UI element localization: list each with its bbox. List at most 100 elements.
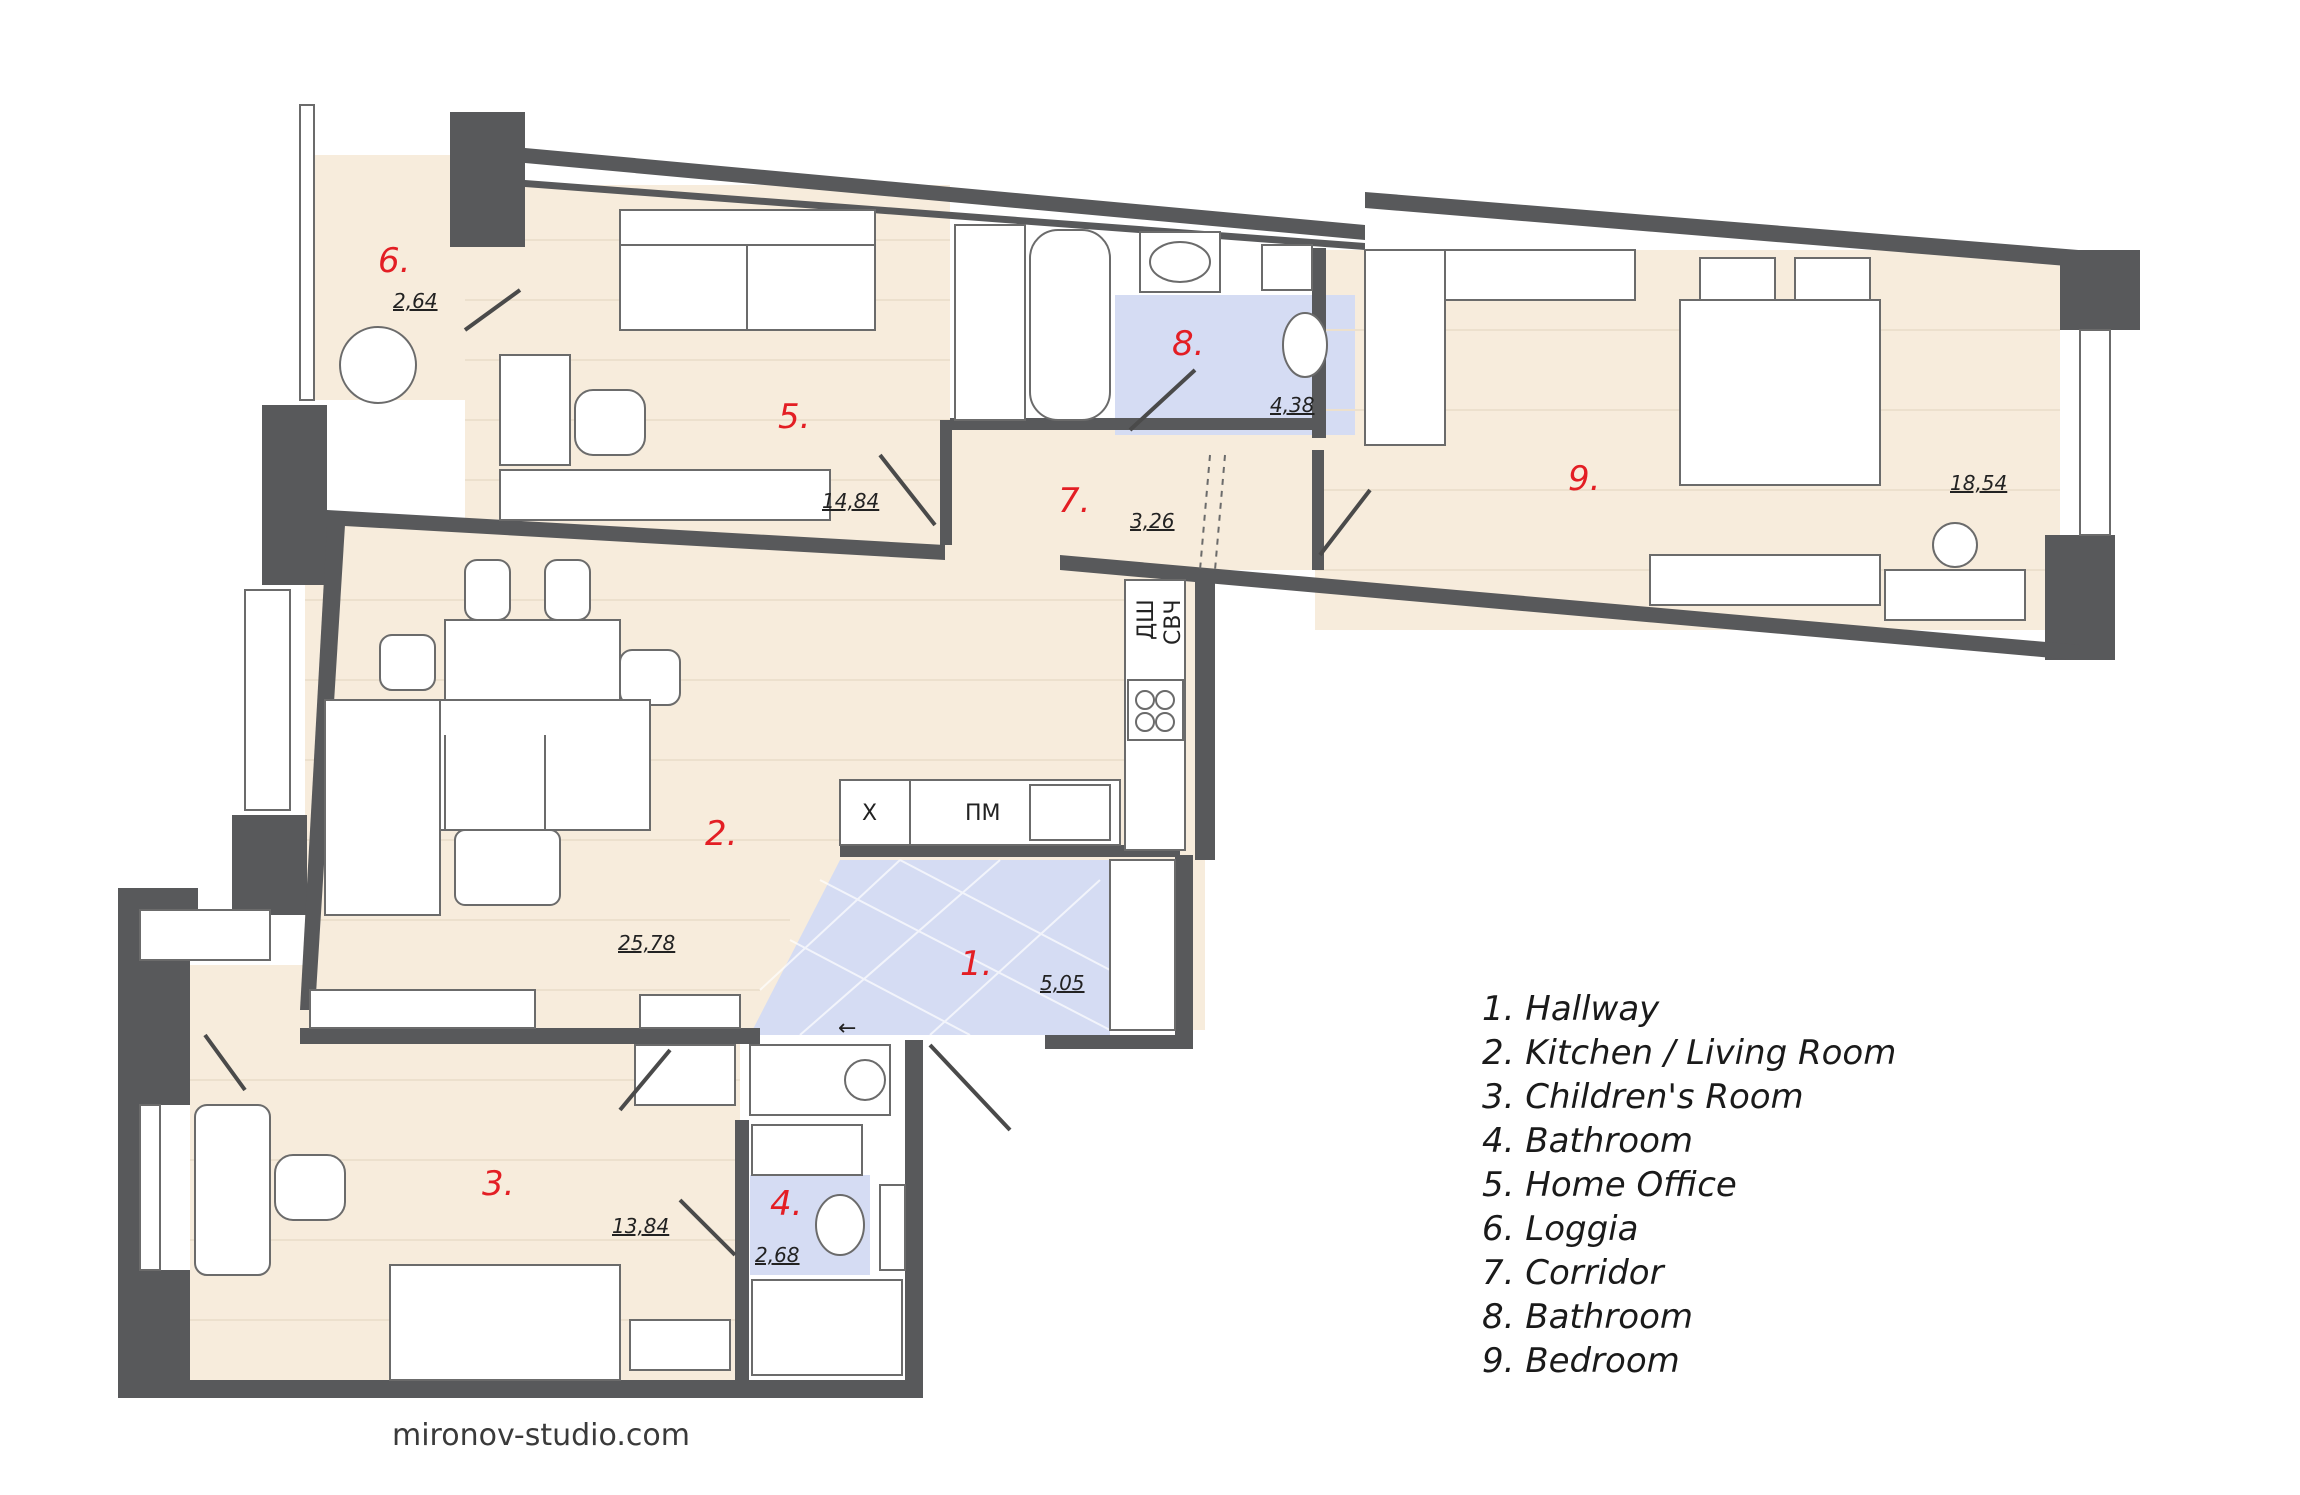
- wall-children-left-block2: [118, 1270, 190, 1390]
- room-area: 4,38: [1270, 393, 1315, 417]
- room-number: 7.: [1058, 481, 1090, 521]
- wall-children-left-block: [118, 955, 190, 1105]
- legend: 1. Hallway 2. Kitchen / Living Room 3. C…: [1482, 989, 1896, 1381]
- room-number: 4.: [770, 1184, 802, 1224]
- room-number: 3.: [482, 1164, 514, 1204]
- window-kitchen: [244, 589, 291, 811]
- appliance-labels: Х ПМ ДШ СВЧ ←: [838, 599, 1186, 1041]
- legend-item: 3. Children's Room: [1482, 1077, 1804, 1117]
- children-wardrobe: [139, 909, 271, 961]
- legend-item: 6. Loggia: [1482, 1209, 1638, 1249]
- hallway-cabinet: [1109, 859, 1176, 1031]
- wall-office-right: [940, 420, 952, 545]
- room-number: 8.: [1172, 324, 1204, 364]
- bath4-sink: [751, 1124, 863, 1176]
- walls: [118, 112, 2140, 1398]
- windows: [139, 104, 2111, 1271]
- window-children: [139, 1104, 161, 1271]
- bath8-toilet: [1282, 312, 1328, 378]
- legend-item: 2. Kitchen / Living Room: [1482, 1033, 1896, 1073]
- wall-top-bedroom: [1365, 192, 2140, 272]
- bath4-toilet: [815, 1194, 865, 1256]
- room-number: 9.: [1568, 459, 1600, 499]
- children-bed: [389, 1264, 621, 1381]
- kitchen-sink: [1029, 784, 1111, 841]
- bath8-tub: [1029, 229, 1111, 421]
- wall-kitchen-right: [1195, 580, 1215, 860]
- wall-bedroom-left: [1312, 450, 1324, 570]
- room-number: 6.: [378, 241, 410, 281]
- wall-block-left-low: [232, 815, 307, 915]
- room-area: 5,05: [1040, 971, 1085, 995]
- label-fridge: Х: [862, 801, 877, 826]
- bedroom-dresser: [1649, 554, 1881, 606]
- wall-bedroom-right: [2060, 250, 2140, 330]
- label-dishwasher: ПМ: [965, 801, 1001, 826]
- door-bath8: [1128, 368, 1197, 432]
- room-number: 2.: [705, 814, 737, 854]
- room-number: 5.: [778, 397, 810, 437]
- door-children: [618, 1048, 672, 1112]
- label-entry-arrow: ←: [838, 1016, 856, 1041]
- room-area: 18,54: [1950, 471, 2007, 495]
- label-dishwasher-vertical: ДШ: [1134, 599, 1159, 640]
- legend-item: 7. Corridor: [1482, 1253, 1666, 1293]
- room-area: 13,84: [612, 1214, 669, 1238]
- wall-kitchen-left: [300, 525, 345, 1010]
- legend-item: 9. Bedroom: [1482, 1341, 1680, 1381]
- bedroom-shelf: [1884, 569, 2026, 621]
- studio-credit: mironov-studio.com: [392, 1418, 690, 1453]
- floor-hallway: [750, 860, 1110, 1035]
- loggia-table: [339, 326, 417, 404]
- legend-item: 8. Bathroom: [1482, 1297, 1693, 1337]
- office-chair: [574, 389, 646, 456]
- door-children-2: [203, 1033, 247, 1092]
- children-chair: [274, 1154, 346, 1221]
- door-loggia: [463, 288, 522, 332]
- wall-office-bottom: [327, 510, 945, 560]
- room-area: 3,26: [1130, 509, 1175, 533]
- washing-machine: [749, 1044, 891, 1116]
- wall-top-office: [525, 148, 1365, 240]
- coffee-table: [454, 829, 561, 906]
- door-bedroom: [1318, 488, 1372, 557]
- hallway-tiles: [759, 859, 1111, 1036]
- room-area: 2,64: [393, 289, 438, 313]
- bedroom-stool: [1932, 522, 1978, 568]
- wall-block-left-mid: [262, 405, 327, 585]
- bath8-cabinet: [1261, 244, 1313, 291]
- door-bath4: [678, 1198, 737, 1257]
- wall-bath4-right: [905, 1040, 923, 1395]
- bath4-cabinet: [879, 1184, 906, 1271]
- wall-block-loggia-top: [450, 112, 525, 247]
- room-number: 1.: [960, 944, 992, 984]
- office-desk: [499, 354, 571, 466]
- bedroom-wardrobe: [1364, 249, 1446, 446]
- legend-item: 5. Home Office: [1482, 1165, 1737, 1205]
- room-area: 14,84: [822, 489, 879, 513]
- window-loggia: [299, 104, 315, 401]
- bath4-shower: [751, 1279, 903, 1376]
- wall-bedroom-bottom: [1060, 555, 2080, 660]
- children-desk: [194, 1104, 271, 1276]
- tv-stand: [309, 989, 536, 1029]
- label-microwave: СВЧ: [1161, 599, 1186, 645]
- door-office: [878, 453, 937, 527]
- wall-kitchen-bottom: [300, 1028, 760, 1044]
- wall-hallway-right: [1175, 855, 1193, 1045]
- wall-hallway-bottom: [1045, 1035, 1193, 1049]
- window-bedroom: [2079, 329, 2111, 536]
- room-area: 2,68: [755, 1243, 800, 1267]
- wall-children-bottom: [118, 1380, 923, 1398]
- doors: [203, 288, 1372, 1257]
- wall-bedroom-right-low: [2045, 535, 2115, 660]
- door-entrance: [928, 1043, 1012, 1132]
- legend-item: 1. Hallway: [1482, 989, 1660, 1029]
- office-shelf: [499, 469, 831, 521]
- bedroom-bed: [1679, 299, 1881, 486]
- wall-kitchen-counter-bottom: [840, 845, 1180, 857]
- office-wardrobe: [954, 224, 1026, 421]
- wall-bath4-left: [735, 1120, 749, 1395]
